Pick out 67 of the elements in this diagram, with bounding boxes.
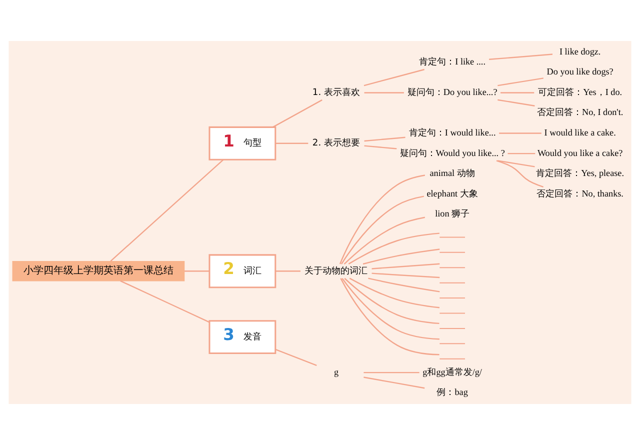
connector (508, 152, 536, 154)
node-text: 肯定回答：Yes, please. (536, 168, 624, 178)
connector (275, 348, 317, 366)
node-text: lion 狮子 (435, 208, 470, 218)
node-box: 3 发音 (208, 320, 276, 354)
node-line (440, 312, 465, 314)
connector (272, 98, 322, 128)
node-text: 肯定句：I like .... (419, 56, 486, 66)
node-box: 小学四年级上学期英语第一课总结 (12, 260, 185, 281)
connector (368, 277, 440, 292)
node-line (440, 327, 465, 328)
node-text: 否定回答：No, I don't. (537, 106, 624, 117)
connector (184, 270, 210, 272)
connector (120, 280, 210, 322)
node-text: 关于动物的词汇 (304, 266, 368, 276)
node-line (440, 236, 465, 238)
connector (364, 371, 420, 373)
connector (110, 158, 224, 262)
connector (499, 132, 542, 134)
node-text: Would you like a cake? (537, 147, 623, 158)
node-text: 疑问句：Would you like... ? (400, 147, 505, 158)
node-text: animal 动物 (430, 168, 475, 178)
node-text: I like dogz. (559, 46, 601, 56)
connector (364, 136, 406, 142)
connector (364, 68, 424, 86)
node-text: I would like a cake. (544, 127, 616, 137)
node-text: elephant 大象 (426, 188, 478, 198)
connector (362, 248, 440, 264)
node-line (440, 282, 465, 283)
connector (344, 216, 426, 264)
connector (276, 142, 308, 144)
node-text: 否定回答：No, thanks. (536, 188, 624, 198)
connector (349, 277, 440, 308)
node-text: 可定回答：Yes，I do. (538, 86, 622, 96)
connector (496, 160, 544, 188)
node-text: g和gg通常发/g/ (422, 366, 482, 376)
node-line (440, 266, 465, 268)
connector (364, 376, 425, 388)
connector (344, 277, 440, 324)
node-line (440, 342, 465, 344)
connector (364, 144, 397, 149)
connector (348, 232, 440, 264)
node-line (440, 358, 465, 359)
node-text: 肯定句：I would like... (408, 127, 496, 137)
connector (339, 174, 426, 264)
connector (276, 270, 300, 272)
node-text: 例：bag (436, 386, 468, 397)
connector (372, 262, 440, 269)
connector (340, 195, 424, 264)
connector (498, 98, 535, 106)
node-text: 2. 表示想要 (312, 138, 360, 148)
connector (372, 272, 440, 278)
connector (340, 278, 440, 355)
node-box: 1 句型 (208, 126, 276, 160)
connector (498, 77, 544, 86)
connector (500, 92, 534, 93)
connector (498, 160, 535, 167)
node-text: g (334, 366, 339, 376)
node-box: 2 词汇 (208, 254, 276, 288)
node-line (440, 297, 465, 298)
connector (364, 92, 404, 93)
node-text: Do you like dogs? (546, 66, 614, 76)
connector (342, 278, 440, 340)
node-text: 疑问句：Do you like...? (407, 86, 498, 96)
node-text: 1. 表示喜欢 (312, 87, 360, 98)
node-line (440, 251, 465, 252)
connector (488, 53, 553, 60)
